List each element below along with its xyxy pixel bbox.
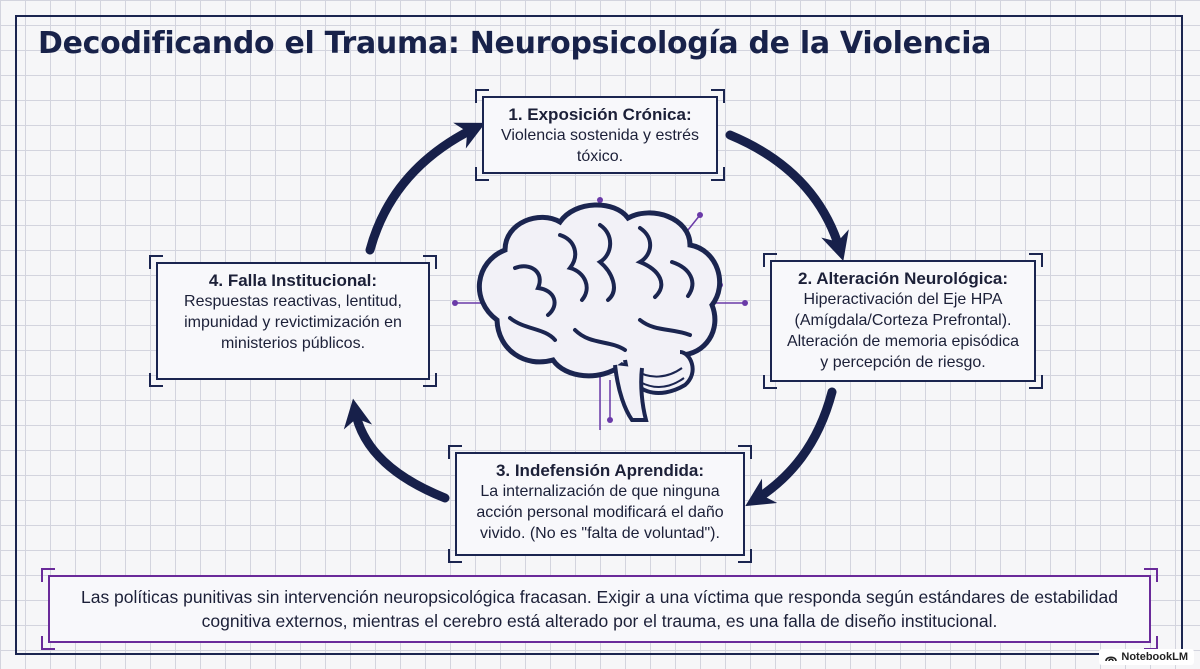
step-1-title: 1. Exposición Crónica: (508, 105, 692, 124)
step-4-title: 4. Falla Institucional: (208, 271, 378, 290)
step-3-title: 3. Indefensión Aprendida: (495, 461, 705, 480)
conclusion-box: Las políticas punitivas sin intervención… (41, 568, 1158, 650)
notebooklm-badge: NotebookLM (1099, 649, 1194, 665)
cycle-arrows (343, 122, 849, 507)
arrow-4-to-1-icon (365, 122, 486, 255)
arrow-2-to-3-icon (745, 387, 837, 507)
step-3-text: La internalización de que ninguna acción… (476, 483, 724, 542)
arrow-3-to-4-icon (343, 398, 450, 503)
step-2-text: Hiperactivación del Eje HPA (Amígdala/Co… (786, 291, 1020, 371)
conclusion-text: Las políticas punitivas sin intervención… (80, 587, 1118, 631)
step-4-text: Respuestas reactivas, lentitud, impunida… (184, 293, 402, 352)
page-title: Decodificando el Trauma: Neuropsicología… (38, 26, 992, 61)
badge-label: NotebookLM (1121, 651, 1188, 663)
brain-icon (452, 197, 748, 430)
step-3-box: 3. Indefensión Aprendida: La internaliza… (448, 445, 752, 563)
arrow-1-to-2-icon (725, 130, 849, 262)
step-1-text: Violencia sostenida y estrés tóxico. (500, 127, 700, 165)
notebooklm-logo-icon (1105, 655, 1118, 661)
step-1-box: 1. Exposición Crónica: Violencia sosteni… (475, 89, 725, 181)
step-2-title: 2. Alteración Neurológica: (797, 269, 1009, 288)
page-frame (15, 15, 1183, 655)
step-2-box: 2. Alteración Neurológica: Hiperactivaci… (763, 253, 1043, 389)
step-4-box: 4. Falla Institucional: Respuestas react… (149, 255, 437, 387)
